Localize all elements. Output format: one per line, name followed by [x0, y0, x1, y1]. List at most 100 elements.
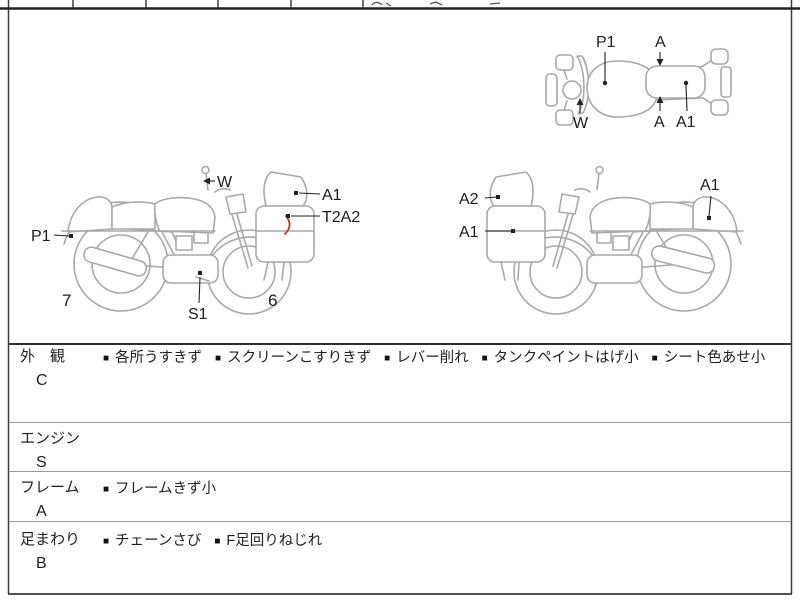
defect-text: チェーンさび: [115, 533, 202, 549]
windscreen-cowl: [486, 205, 546, 263]
defect-text: スクリーンこすりきず: [227, 350, 372, 366]
leader-line-s1: [198, 276, 201, 304]
defect-item: ■ タンクペイントはげ小: [482, 349, 639, 367]
cylinder-1: [612, 235, 630, 251]
bullet-square-icon: ■: [103, 352, 110, 364]
label-w-leftview: W: [217, 174, 233, 191]
defect-item: ■ 各所うすきず: [103, 349, 202, 367]
arrowhead-a-top: [656, 59, 664, 66]
bullet-square-icon: ■: [651, 352, 658, 364]
category-label: フレーム: [20, 479, 80, 496]
crankcase: [586, 254, 643, 284]
header-column-dividers: [72, 0, 364, 8]
label-p1-topview: P1: [596, 34, 616, 51]
exhaust-muffler: [650, 245, 716, 274]
leader-line-a1: [685, 84, 688, 112]
crankcase: [162, 254, 219, 284]
condition-table: 外 観 C ■ 各所うすきず ■ スクリーンこすりきず ■ レバー削れ ■ タンクペイントはげ…: [9, 343, 791, 594]
label-a1-screen-rightview: A1: [459, 224, 479, 241]
label-p1-leftview: P1: [31, 228, 51, 245]
rear-tip: [720, 66, 732, 98]
defect-text: タンクペイントはげ小: [493, 350, 639, 366]
exhaust-muffler: [83, 246, 148, 277]
footpeg: [195, 276, 210, 282]
seat: [111, 201, 156, 230]
arrowhead-w: [203, 177, 210, 185]
bullet-square-icon: ■: [481, 352, 488, 364]
right-side-view-diagram: W A1 T2A2 P1 7 S1 6: [31, 165, 360, 323]
leader-dot-s1: [198, 271, 202, 275]
table-row: 外 観 C ■ 各所うすきず ■ スクリーンこすりきず ■ レバー削れ ■ タンクペイントはげ…: [9, 345, 791, 422]
seat: [649, 201, 694, 230]
mirror-stems: [563, 69, 568, 111]
leader-line-a1: [298, 192, 321, 195]
windscreen-upper: [489, 171, 534, 207]
bullet-square-icon: ■: [215, 352, 222, 364]
table-row: エンジン S: [9, 422, 791, 471]
handlebar: [574, 187, 591, 193]
defect-text: 各所うすきず: [115, 350, 203, 366]
label-a-top-topview: A: [655, 34, 666, 51]
leader-line-p1: [53, 234, 70, 237]
clipped-header-text-fragments: [371, 1, 501, 7]
defect-text: フレームきず小: [115, 481, 217, 497]
mirror-head: [201, 165, 210, 175]
grade-value: S: [36, 454, 47, 471]
table-row: 足まわり B ■ チェーンさび ■ F足回りねじれ: [9, 521, 791, 594]
defect-item: ■ レバー削れ: [384, 349, 469, 367]
category-cell: 外 観 C: [9, 348, 103, 389]
front-end: [545, 73, 558, 107]
label-w-topview: W: [573, 115, 589, 132]
label-a-bottom-topview: A: [654, 114, 665, 131]
leader-dot-t2a2: [286, 214, 290, 218]
category-cell: エンジン S: [9, 430, 103, 471]
defect-items: ■ チェーンさび ■ F足回りねじれ: [103, 531, 330, 550]
leader-line-a2: [484, 196, 497, 199]
headlight: [225, 193, 247, 215]
grade-value: B: [36, 555, 47, 572]
cowl-legs: [263, 261, 285, 281]
steering-head: [562, 80, 582, 100]
leader-dot-p1: [69, 234, 73, 238]
windscreen-upper: [263, 171, 308, 207]
defect-item: ■ スクリーンこすりきず: [215, 349, 371, 367]
headlight: [558, 193, 580, 215]
defect-items: ■フレームきず小: [103, 479, 224, 498]
handlebar: [214, 187, 231, 193]
left-side-view-diagram: A2 A1 A1: [459, 165, 744, 315]
label-7-leftview: 7: [62, 291, 71, 310]
bullet-square-icon: ■: [384, 352, 391, 364]
bullet-square-icon: ■: [103, 535, 110, 547]
cylinder-1: [175, 235, 193, 251]
page-borders: [7, 0, 793, 595]
mirror-left: [555, 54, 574, 71]
label-a1-topview: A1: [676, 114, 696, 131]
defect-text: シート色あせ小: [663, 350, 766, 366]
tail-cowl: [692, 196, 738, 233]
leader-dot-a1-screen: [511, 229, 515, 233]
defect-text: レバー削れ: [396, 350, 469, 366]
label-6-leftview: 6: [268, 291, 277, 310]
tail-cowl: [67, 196, 113, 233]
label-a1-leftview: A1: [322, 187, 342, 204]
leader-dot-a1-tail: [707, 216, 711, 220]
label-t2a2-leftview: T2A2: [322, 209, 360, 226]
mirror-right: [555, 109, 574, 126]
defect-items: ■ 各所うすきず ■ スクリーンこすりきず ■ レバー削れ ■ タンクペイントはげ小 ■ シート色…: [103, 348, 773, 367]
defect-items: [103, 430, 111, 431]
arrowhead-w: [576, 98, 584, 105]
fuel-tank: [589, 196, 652, 234]
grade-value: A: [36, 503, 47, 520]
grade-value: C: [36, 372, 48, 389]
category-label: 足まわり: [20, 531, 81, 548]
rear-flap-left: [710, 48, 729, 65]
label-a2-rightview: A2: [459, 191, 479, 208]
leader-dot-p1: [602, 80, 608, 86]
defect-item: ■フレームきず小: [103, 480, 216, 498]
defect-text: F足回りねじれ: [226, 533, 323, 549]
leader-line-a1-tail: [708, 195, 712, 217]
bullet-square-icon: ■: [214, 535, 221, 547]
seat-top-view: [645, 65, 706, 99]
